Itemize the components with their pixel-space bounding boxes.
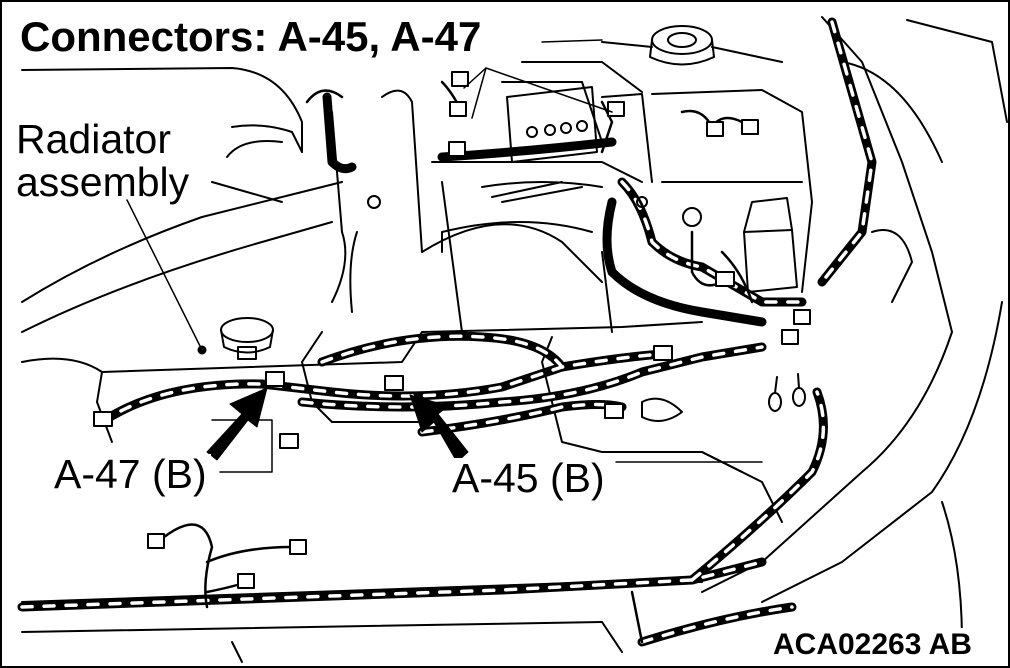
ground-terminals [367,195,806,412]
thin-wires [150,80,754,644]
fuse-block [481,86,603,203]
body-panel-outlines [21,16,1008,663]
arrow-a45 [409,394,469,463]
radiator-label-line2: assembly [16,159,190,205]
figure-code: ACA02263 AB [767,628,978,662]
reservoir [601,25,783,66]
arrow-a47 [206,387,268,461]
page-title: Connectors: A-45, A-47 [18,16,488,60]
radiator-label-line1: Radiator [16,116,171,162]
radiator-cap [220,317,274,360]
relay-box [743,197,798,293]
pointer-arrows [206,387,469,463]
connector-blocks [93,71,811,589]
connector-a45-label: A-45 (B) [448,458,609,499]
radiator-leader-dot [197,345,207,355]
connector-a47-label: A-47 (B) [50,454,211,495]
wiring-harness [17,17,877,647]
